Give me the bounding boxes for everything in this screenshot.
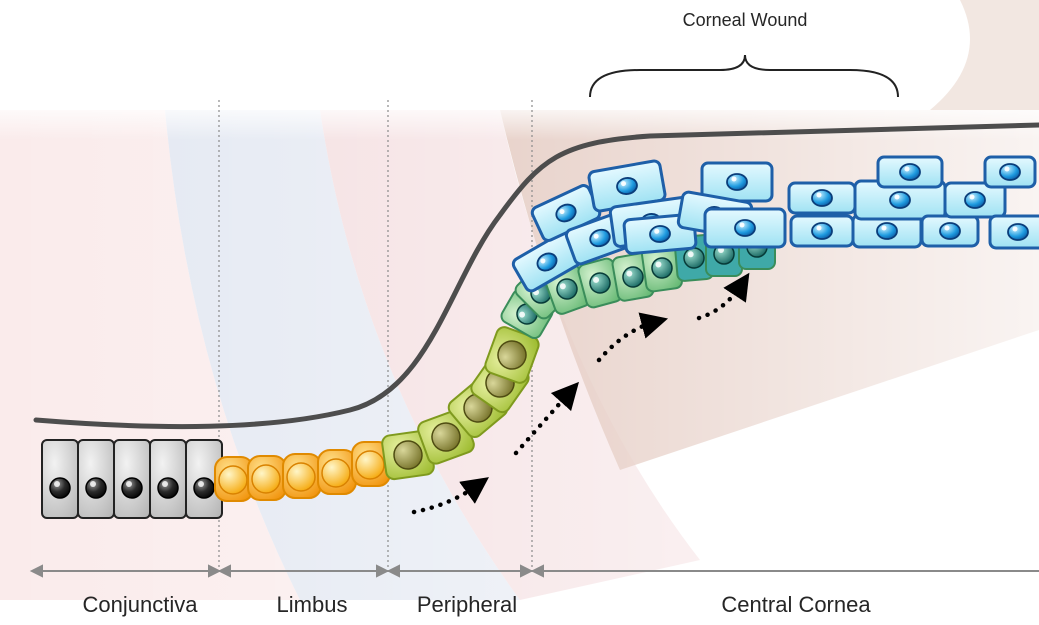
cell-nucleus	[86, 478, 106, 498]
cell-nucleus	[877, 223, 897, 239]
cell-nucleus	[219, 466, 247, 494]
cell-nucleus	[812, 190, 832, 206]
limbal-cell	[283, 454, 321, 498]
conjunctival-cell	[150, 440, 186, 518]
conjunctival-cells	[42, 440, 222, 518]
top-fade	[0, 100, 1039, 140]
central-cell	[985, 157, 1035, 187]
cell-nucleus	[252, 465, 280, 493]
central-cell	[878, 157, 942, 187]
cell-nucleus	[683, 247, 705, 269]
cell-nucleus	[50, 478, 70, 498]
cell-nucleus	[727, 174, 747, 190]
cell-nucleus	[322, 459, 350, 487]
cell-nucleus	[1008, 224, 1028, 240]
conjunctival-cell	[78, 440, 114, 518]
region-label-peripheral: Peripheral	[417, 592, 517, 618]
corneal-wound-label: Corneal Wound	[683, 10, 808, 31]
cell-nucleus	[900, 164, 920, 180]
cell-nucleus	[965, 192, 985, 208]
region-label-conjunctiva: Conjunctiva	[83, 592, 198, 618]
cell-nucleus	[287, 463, 315, 491]
region-label-limbus: Limbus	[277, 592, 348, 618]
cell-nucleus	[194, 478, 214, 498]
central-cell	[791, 216, 853, 246]
central-cell	[705, 209, 785, 247]
central-cell	[990, 216, 1039, 248]
cell-nucleus	[649, 225, 670, 243]
cell-nucleus	[812, 223, 832, 239]
cell-nucleus	[356, 451, 384, 479]
cell-nucleus	[890, 192, 910, 208]
conjunctival-cell	[114, 440, 150, 518]
eye-corner-shade	[930, 0, 1039, 110]
central-cell	[789, 183, 855, 213]
wound-brace	[590, 55, 898, 97]
cell-nucleus	[735, 220, 755, 236]
limbal-cell	[318, 450, 356, 494]
conjunctival-cell	[42, 440, 78, 518]
central-cell	[922, 216, 978, 246]
cell-nucleus	[122, 478, 142, 498]
cell-nucleus	[940, 223, 960, 239]
limbal-cell	[248, 456, 286, 500]
cell-nucleus	[1000, 164, 1020, 180]
cell-nucleus	[158, 478, 178, 498]
region-label-central-cornea: Central Cornea	[721, 592, 870, 618]
